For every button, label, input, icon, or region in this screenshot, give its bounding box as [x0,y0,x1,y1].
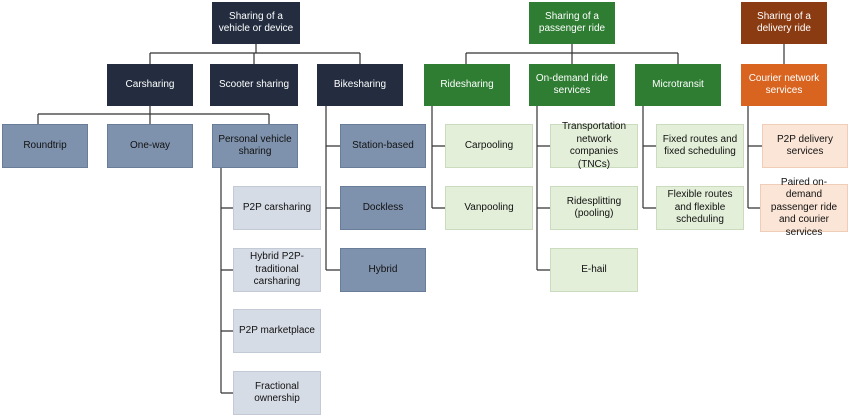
roundtrip-node: Roundtrip [2,124,88,168]
passenger-ride-root: Sharing of a passenger ride [529,2,615,44]
connector [37,106,270,124]
microtransit-node: Microtransit [635,64,721,106]
courier-network-services-node: Courier network services [741,64,827,106]
connector [747,106,762,209]
vehicle-sharing-root: Sharing of a vehicle or device [212,2,300,44]
scooter-sharing-node: Scooter sharing [210,64,298,106]
connector [149,44,361,64]
delivery-ride-root: Sharing of a delivery ride [741,2,827,44]
vanpooling-node: Vanpooling [445,186,533,230]
paired-on-demand-node: Paired on-demand passenger ride and cour… [760,177,848,238]
dockless-node: Dockless [340,186,426,230]
personal-vehicle-sharing-node: Personal vehicle sharing [212,124,298,168]
fixed-routes-node: Fixed routes and fixed scheduling [656,124,744,168]
e-hail-node: E-hail [550,248,638,292]
connector [536,106,550,271]
one-way-node: One-way [107,124,193,168]
connector [642,106,656,209]
p2p-delivery-node: P2P delivery services [762,124,848,168]
bikesharing-node: Bikesharing [317,64,403,106]
carsharing-node: Carsharing [107,64,193,106]
hybrid-p2p-carsharing-node: Hybrid P2P-traditional carsharing [233,248,321,292]
on-demand-ride-services-node: On-demand ride services [529,64,615,106]
fractional-ownership-node: Fractional ownership [233,371,321,415]
tncs-node: Transportation network companies (TNCs) [550,121,638,170]
connector [465,44,679,64]
connector [431,106,445,209]
station-based-node: Station-based [340,124,426,168]
flexible-routes-node: Flexible routes and flexible scheduling [656,186,744,230]
ridesharing-node: Ridesharing [424,64,510,106]
p2p-marketplace-node: P2P marketplace [233,309,321,353]
connector [325,106,340,271]
hybrid-bike-node: Hybrid [340,248,426,292]
p2p-carsharing-node: P2P carsharing [233,186,321,230]
connector [220,168,233,394]
ridesplitting-node: Ridesplitting (pooling) [550,186,638,230]
carpooling-node: Carpooling [445,124,533,168]
